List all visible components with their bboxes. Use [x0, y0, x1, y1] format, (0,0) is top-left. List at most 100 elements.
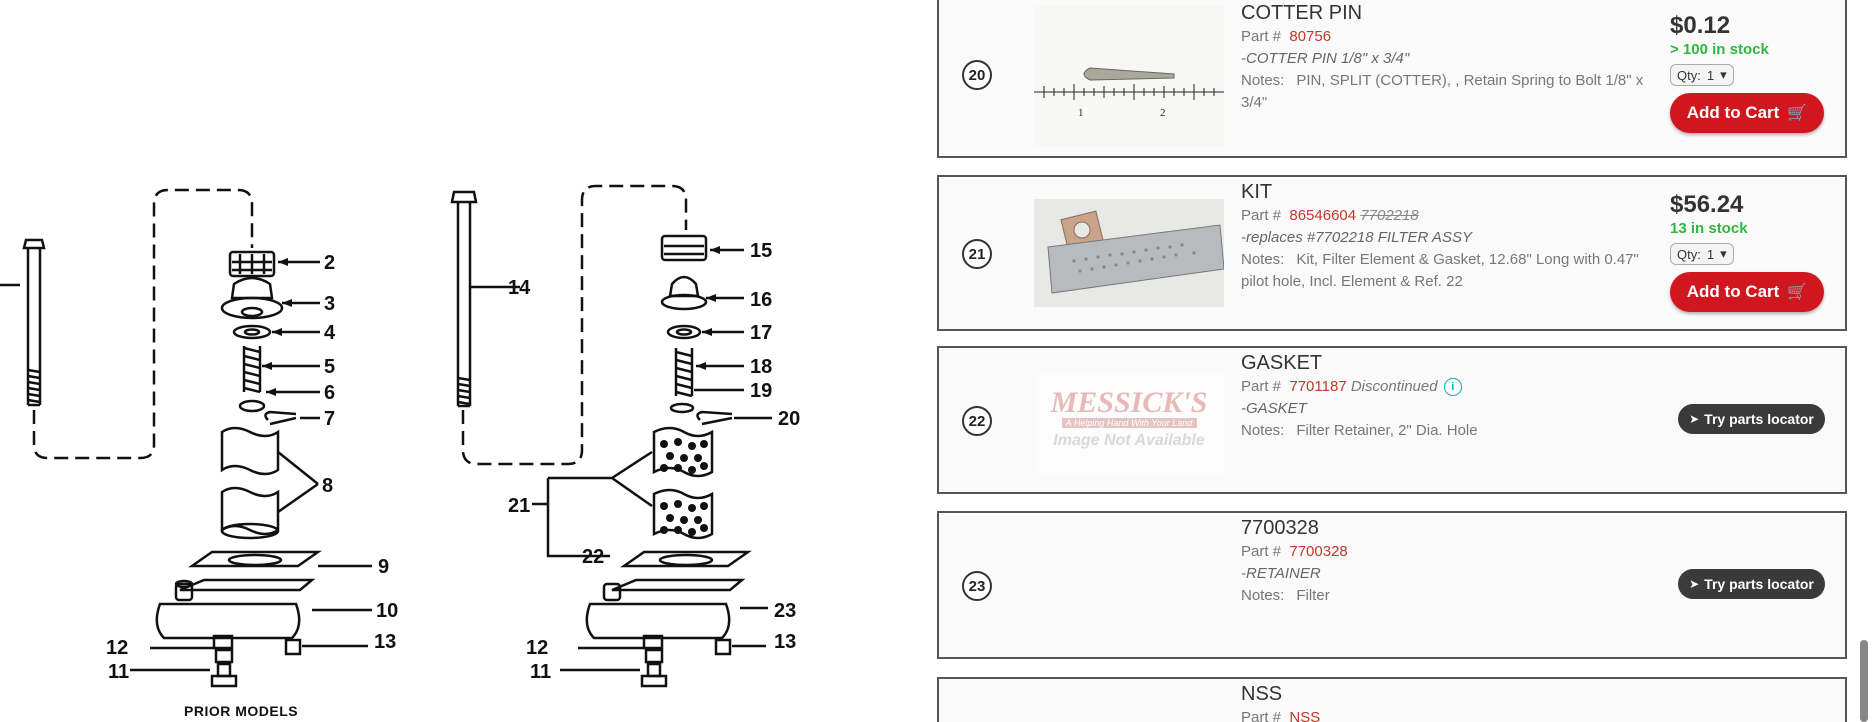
qty-value: 1	[1706, 246, 1715, 262]
try-parts-locator-button[interactable]: ➤ Try parts locator	[1678, 569, 1825, 599]
scrollbar-thumb[interactable]	[1860, 640, 1868, 722]
ruler-mark-1: 1	[1078, 107, 1084, 119]
reference-number: 23	[962, 571, 992, 601]
location-arrow-icon: ➤	[1689, 577, 1700, 591]
diagram-label-6: 6	[324, 382, 335, 404]
purchase-panel: $56.24 13 in stock Qty: 1 ▾ Add to Cart …	[1670, 191, 1825, 312]
info-circle-icon[interactable]: i	[1443, 378, 1462, 397]
exploded-parts-diagram: 2 3 4 5 6 7 8 9 10 12 13 11 15 16 17 14 …	[0, 184, 800, 719]
diagram-label-11-left: 11	[108, 661, 129, 683]
diagram-label-16: 16	[750, 289, 772, 311]
quantity-select[interactable]: Qty: 1 ▾	[1670, 64, 1734, 86]
part-row-cotter-pin: 20 1 2 COTTER PIN Part # 80756	[937, 0, 1847, 158]
messicks-logo: MESSICK'S	[1050, 386, 1208, 419]
add-to-cart-button[interactable]: Add to Cart 🛒	[1670, 93, 1824, 133]
part-notes: Kit, Filter Element & Gasket, 12.68" Lon…	[1241, 251, 1639, 290]
cotter-pin-photo: 1 2	[1034, 6, 1224, 146]
diagram-label-17: 17	[750, 322, 772, 344]
reference-number: 20	[962, 60, 992, 90]
add-to-cart-label: Add to Cart	[1686, 282, 1780, 301]
diagram-label-22: 22	[582, 546, 604, 568]
part-row-nss: NSS Part # NSS	[937, 677, 1847, 722]
stock-status: > 100 in stock	[1670, 41, 1769, 58]
part-number-label: Part #	[1241, 543, 1282, 560]
try-parts-locator-button[interactable]: ➤ Try parts locator	[1678, 404, 1825, 434]
filter-kit-photo	[1034, 199, 1224, 307]
diagram-label-21: 21	[508, 495, 530, 517]
part-number-link[interactable]: 7701187	[1289, 378, 1347, 395]
image-not-available-placeholder: MESSICK'S A Helping Hand With Your Land …	[1034, 370, 1224, 474]
part-number-label: Part #	[1241, 207, 1282, 224]
part-name: 7700328	[1241, 517, 1319, 539]
part-info: COTTER PIN Part # 80756 -COTTER PIN 1/8"…	[1241, 0, 1661, 114]
part-number-label: Part #	[1241, 28, 1282, 45]
part-number-link[interactable]: NSS	[1289, 709, 1321, 722]
part-number-link[interactable]: 80756	[1289, 28, 1332, 45]
shopping-cart-icon: 🛒	[1787, 105, 1808, 122]
diagram-label-14: 14	[508, 277, 531, 299]
messicks-tagline: A Helping Hand With Your Land	[1061, 418, 1197, 428]
notes-label: Notes:	[1241, 587, 1285, 604]
part-name: GASKET	[1241, 352, 1323, 374]
part-image-filter-kit[interactable]	[1034, 199, 1224, 307]
part-notes: PIN, SPLIT (COTTER), , Retain Spring to …	[1241, 72, 1644, 111]
chevron-down-icon: ▾	[1720, 246, 1727, 261]
diagram-label-20: 20	[778, 408, 800, 430]
diagram-label-13-right: 13	[774, 631, 796, 653]
diagram-caption: PRIOR MODELS	[184, 703, 298, 719]
ruler-mark-2: 2	[1160, 107, 1166, 119]
part-info: 7700328 Part # 7700328 -RETAINER Notes: F…	[1241, 515, 1661, 607]
part-notes: Filter Retainer, 2" Dia. Hole	[1296, 422, 1478, 439]
chevron-down-icon: ▾	[1720, 67, 1727, 82]
part-description: -GASKET	[1241, 400, 1307, 417]
parts-diagram: 2 3 4 5 6 7 8 9 10 12 13 11 15 16 17 14 …	[0, 0, 930, 722]
diagram-label-9: 9	[378, 556, 389, 578]
qty-label: Qty:	[1677, 246, 1701, 262]
diagram-label-4: 4	[324, 322, 336, 344]
location-arrow-icon: ➤	[1689, 412, 1700, 426]
diagram-label-15: 15	[750, 240, 772, 262]
diagram-label-8: 8	[322, 475, 333, 497]
diagram-label-18: 18	[750, 356, 772, 378]
page-scrollbar[interactable]	[1855, 0, 1872, 722]
diagram-label-3: 3	[324, 293, 335, 315]
notes-label: Notes:	[1241, 72, 1285, 89]
part-notes: Filter	[1296, 587, 1330, 604]
notes-label: Notes:	[1241, 422, 1285, 439]
part-name: COTTER PIN	[1241, 2, 1363, 24]
stock-status: 13 in stock	[1670, 220, 1748, 237]
qty-value: 1	[1706, 67, 1715, 83]
part-row-retainer: 23 7700328 Part # 7700328 -RETAINER Note…	[937, 511, 1847, 659]
part-info: GASKET Part # 7701187 Discontinued i -GA…	[1241, 350, 1661, 442]
part-name: KIT	[1241, 181, 1273, 203]
part-info: NSS Part # NSS	[1241, 681, 1661, 722]
diagram-label-12-left: 12	[106, 637, 128, 659]
image-not-available-text: Image Not Available	[1053, 432, 1205, 449]
add-to-cart-label: Add to Cart	[1686, 103, 1780, 122]
part-description: -COTTER PIN 1/8" x 3/4"	[1241, 50, 1410, 67]
shopping-cart-icon: 🛒	[1787, 284, 1808, 301]
purchase-panel: $0.12 > 100 in stock Qty: 1 ▾ Add to Car…	[1670, 12, 1825, 133]
diagram-label-11-right: 11	[530, 661, 551, 683]
diagram-label-12-right: 12	[526, 637, 548, 659]
quantity-select[interactable]: Qty: 1 ▾	[1670, 243, 1734, 265]
part-number-label: Part #	[1241, 378, 1282, 395]
diagram-label-13-left: 13	[374, 631, 396, 653]
diagram-label-7: 7	[324, 408, 335, 430]
diagram-label-10: 10	[376, 600, 398, 622]
part-description: -replaces #7702218 FILTER ASSY	[1241, 229, 1472, 246]
diagram-label-5: 5	[324, 356, 335, 378]
part-description: -RETAINER	[1241, 565, 1321, 582]
diagram-label-19: 19	[750, 380, 772, 402]
qty-label: Qty:	[1677, 67, 1701, 83]
notes-label: Notes:	[1241, 251, 1285, 268]
part-info: KIT Part # 86546604 7702218 -replaces #7…	[1241, 179, 1661, 293]
part-name: NSS	[1241, 683, 1283, 705]
reference-number: 22	[962, 406, 992, 436]
reference-number: 21	[962, 239, 992, 269]
part-number-link[interactable]: 86546604	[1289, 207, 1357, 224]
add-to-cart-button[interactable]: Add to Cart 🛒	[1670, 272, 1824, 312]
part-number-link[interactable]: 7700328	[1289, 543, 1348, 560]
part-image-cotter-pin[interactable]: 1 2	[1034, 6, 1224, 146]
part-row-gasket: 22 MESSICK'S A Helping Hand With Your La…	[937, 346, 1847, 494]
